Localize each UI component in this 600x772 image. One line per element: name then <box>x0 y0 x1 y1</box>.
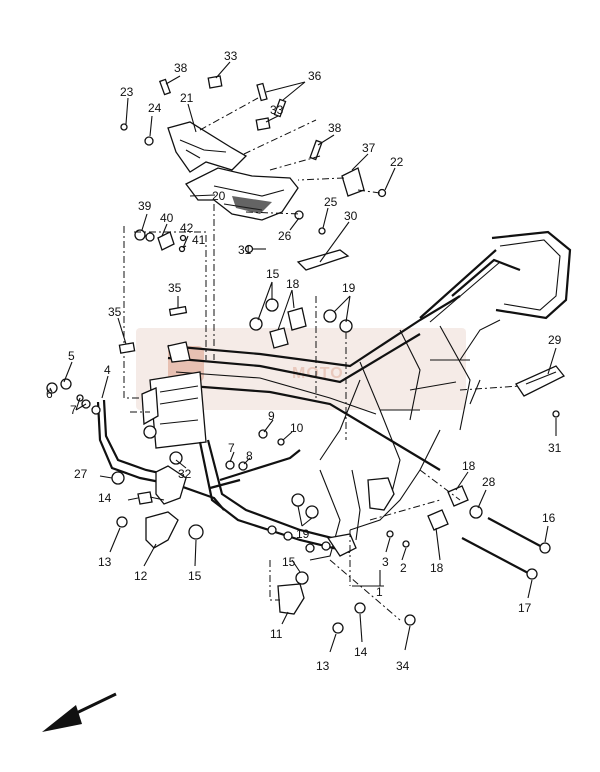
callout-42: 42 <box>180 221 194 235</box>
callout-31: 31 <box>238 243 252 257</box>
callout-19: 19 <box>296 527 310 541</box>
callout-35: 35 <box>108 305 122 319</box>
callout-19: 19 <box>342 281 356 295</box>
callout-16: 16 <box>542 511 556 525</box>
callout-7: 7 <box>228 441 235 455</box>
callout-labels: 38 33 36 23 21 24 33 38 37 22 20 25 30 3… <box>46 49 562 673</box>
callout-18: 18 <box>430 561 444 575</box>
hardware-parts <box>46 298 566 634</box>
callout-28: 28 <box>482 475 496 489</box>
callout-13: 13 <box>98 555 112 569</box>
callout-24: 24 <box>148 101 162 115</box>
callout-14: 14 <box>98 491 112 505</box>
callout-8: 8 <box>246 449 253 463</box>
callout-2: 2 <box>400 561 407 575</box>
callout-20: 20 <box>212 189 226 203</box>
callout-17: 17 <box>518 601 532 615</box>
callout-11: 11 <box>270 627 283 641</box>
callout-37: 37 <box>362 141 376 155</box>
callout-34: 34 <box>396 659 410 673</box>
callout-10: 10 <box>290 421 304 435</box>
callout-35: 35 <box>168 281 182 295</box>
callout-7: 7 <box>70 403 77 417</box>
callout-38: 38 <box>174 61 188 75</box>
callout-5: 5 <box>68 349 75 363</box>
callout-33: 33 <box>224 49 238 63</box>
watermark-text: MOTO <box>292 365 344 382</box>
callout-23: 23 <box>120 85 134 99</box>
callout-15: 15 <box>266 267 280 281</box>
side-cover-group <box>120 61 396 399</box>
callout-9: 9 <box>268 409 275 423</box>
callout-39: 39 <box>138 199 152 213</box>
callout-40: 40 <box>160 211 174 225</box>
callout-15: 15 <box>188 569 202 583</box>
callout-27: 27 <box>74 467 88 481</box>
callout-30: 30 <box>344 209 358 223</box>
callout-4: 4 <box>104 363 111 377</box>
callout-6: 6 <box>46 387 53 401</box>
callout-41: 41 <box>192 233 206 247</box>
direction-arrow-icon <box>42 692 117 732</box>
callout-29: 29 <box>548 333 562 347</box>
callout-26: 26 <box>278 229 292 243</box>
callout-25: 25 <box>324 195 338 209</box>
callout-31: 31 <box>548 441 562 455</box>
callout-13: 13 <box>316 659 330 673</box>
callout-12: 12 <box>134 569 148 583</box>
callout-14: 14 <box>354 645 368 659</box>
callout-36: 36 <box>308 69 322 83</box>
callout-22: 22 <box>390 155 404 169</box>
callout-32: 32 <box>178 467 192 481</box>
callout-1: 1 <box>376 585 383 599</box>
callout-21: 21 <box>180 91 194 105</box>
callout-18: 18 <box>286 277 300 291</box>
callout-33: 33 <box>270 103 284 117</box>
callout-18: 18 <box>462 459 476 473</box>
callout-15: 15 <box>282 555 296 569</box>
leader-lines <box>49 281 557 653</box>
frame-assembly <box>96 230 572 615</box>
callout-38: 38 <box>328 121 342 135</box>
callout-3: 3 <box>382 555 389 569</box>
